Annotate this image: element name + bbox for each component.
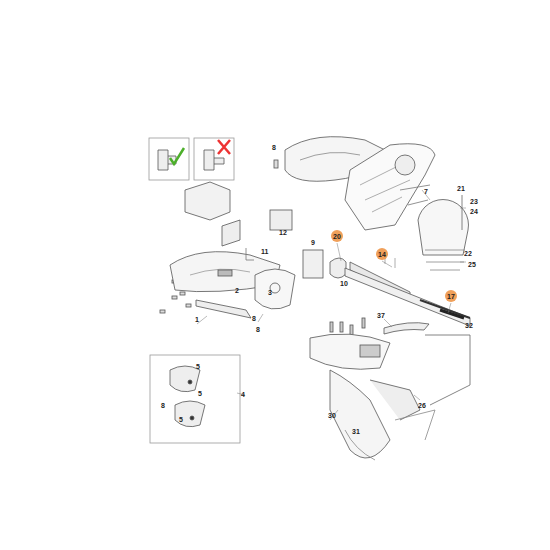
callout-number: 5 — [198, 390, 202, 397]
callout-number: 8 — [272, 144, 276, 151]
callout-number: 21 — [457, 185, 465, 192]
callout-number: 8 — [161, 402, 165, 409]
highlight-callout: 14 — [376, 248, 388, 260]
callout-number: 31 — [352, 428, 360, 435]
callout-number: 22 — [464, 250, 472, 257]
callout-number: 7 — [424, 188, 428, 195]
callout-number: 26 — [418, 402, 426, 409]
callout-number: 8 — [252, 315, 256, 322]
callout-number: 20 — [333, 233, 341, 240]
callout-number: 32 — [465, 322, 473, 329]
callout-number: 30 — [328, 412, 336, 419]
highlight-callout: 20 — [331, 230, 343, 242]
callout-number: 11 — [261, 248, 268, 255]
callout-number: 10 — [340, 280, 348, 287]
callout-number: 12 — [279, 229, 287, 236]
callout-number: 17 — [447, 293, 455, 300]
callout-number: 24 — [470, 208, 478, 215]
callout-number: 2 — [235, 287, 239, 294]
highlight-callout: 17 — [445, 290, 457, 302]
callout-number: 23 — [470, 198, 478, 205]
callout-number: 9 — [311, 239, 315, 246]
callout-number: 1 — [195, 316, 199, 323]
callout-number: 37 — [377, 312, 385, 319]
callout-number: 4 — [241, 391, 245, 398]
callout-number: 14 — [378, 251, 386, 258]
callout-number: 3 — [268, 289, 272, 296]
callout-number: 5 — [179, 416, 183, 423]
callout-number: 25 — [468, 261, 476, 268]
callout-number: 8 — [256, 326, 260, 333]
callout-number: 5 — [196, 363, 200, 370]
